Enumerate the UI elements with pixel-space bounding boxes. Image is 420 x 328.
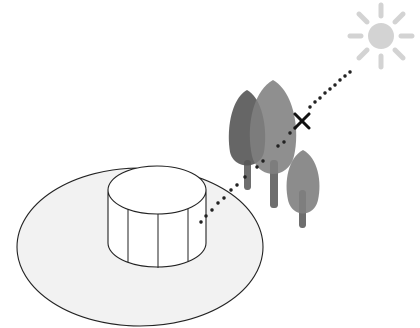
sun-core [368, 23, 394, 49]
sight-line [199, 70, 352, 224]
tree-right [286, 150, 320, 228]
x-mark-icon [293, 112, 311, 130]
tree-canopy [249, 80, 297, 174]
tree-trunk [244, 160, 251, 190]
sun-rays [347, 2, 415, 70]
tree-middle [249, 80, 297, 208]
tower-top [107, 165, 207, 215]
tree-icon [228, 80, 320, 228]
sun-icon [347, 2, 415, 70]
cylindrical-tower-icon [107, 165, 207, 268]
tree-canopy [286, 150, 320, 214]
